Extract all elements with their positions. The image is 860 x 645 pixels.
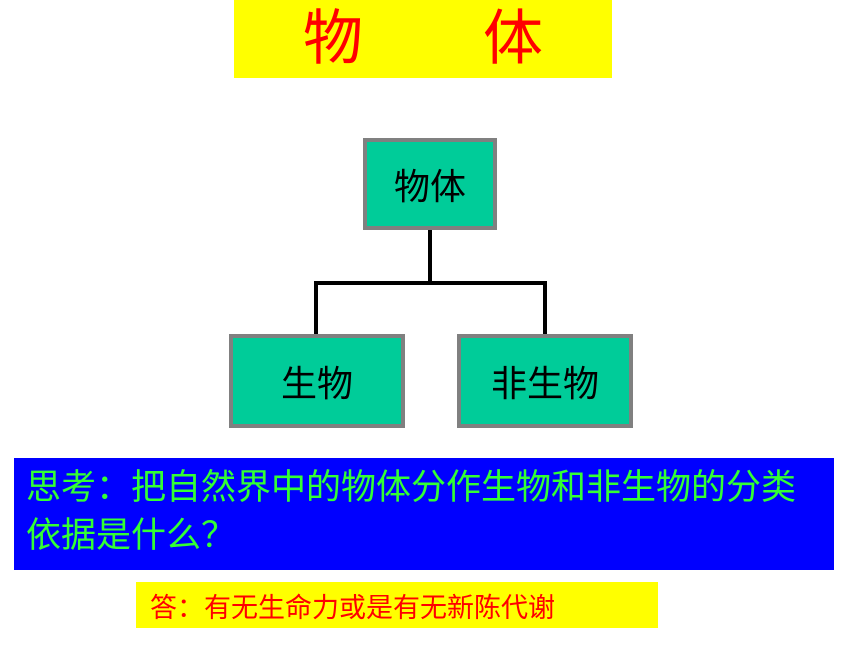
question-text: 思考：把自然界中的物体分作生物和非生物的分类依据是什么？ bbox=[26, 468, 797, 556]
answer-text: 答：有无生命力或是有无新陈代谢 bbox=[150, 592, 555, 624]
tree-node-root: 物体 bbox=[363, 138, 497, 230]
title-banner: 物 体 bbox=[234, 0, 612, 78]
tree-node-living: 生物 bbox=[229, 334, 405, 428]
tree-node-nonliving: 非生物 bbox=[457, 334, 633, 428]
slide-title: 物 体 bbox=[303, 4, 543, 74]
question-panel: 思考：把自然界中的物体分作生物和非生物的分类依据是什么？ bbox=[14, 458, 834, 570]
answer-panel: 答：有无生命力或是有无新陈代谢 bbox=[136, 582, 658, 628]
